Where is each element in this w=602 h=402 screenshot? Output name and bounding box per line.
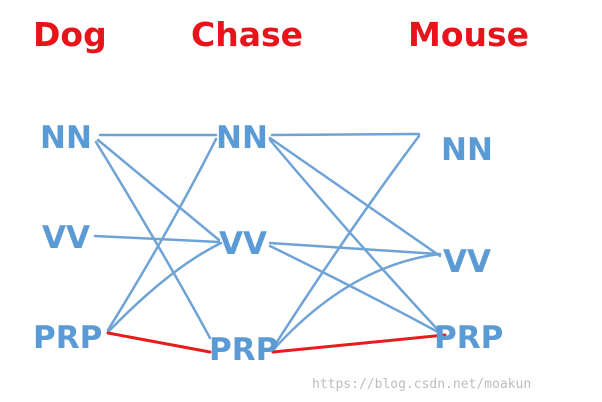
edge-dog-vv-chase-vv: [93, 234, 221, 244]
edge-dog-prp-chase-vv: [106, 241, 223, 334]
highlight-edge-chase-prp-mouse-prp: [271, 333, 447, 354]
node-dog-vv: VV: [42, 220, 90, 256]
word-mouse: Mouse: [408, 15, 529, 54]
edge-chase-prp-mouse-nn: [271, 134, 421, 350]
node-mouse-prp: PRP: [434, 320, 503, 356]
node-chase-vv: VV: [219, 226, 267, 262]
edge-chase-vv-mouse-vv: [268, 241, 440, 256]
word-dog: Dog: [33, 15, 107, 54]
edge-dog-prp-chase-nn: [106, 137, 218, 332]
node-dog-prp: PRP: [33, 320, 102, 356]
highlight-edge-dog-prp-chase-prp: [106, 331, 212, 354]
edge-chase-vv-mouse-prp: [268, 244, 440, 334]
edge-chase-nn-mouse-nn: [270, 132, 421, 137]
node-chase-nn: NN: [216, 120, 268, 156]
edge-chase-prp-mouse-vv: [271, 252, 442, 352]
node-dog-nn: NN: [40, 120, 92, 156]
edge-dog-nn-chase-vv: [96, 138, 221, 242]
node-mouse-vv: VV: [443, 244, 491, 280]
word-chase: Chase: [191, 15, 303, 54]
edge-chase-nn-mouse-vv: [268, 136, 442, 258]
edge-chase-nn-mouse-prp: [268, 138, 440, 332]
watermark-url: https://blog.csdn.net/moakun: [312, 377, 531, 392]
edges-layer: [93, 132, 447, 354]
node-chase-prp: PRP: [209, 332, 278, 368]
edge-dog-nn-chase-prp: [94, 140, 212, 340]
node-mouse-nn: NN: [441, 132, 493, 168]
